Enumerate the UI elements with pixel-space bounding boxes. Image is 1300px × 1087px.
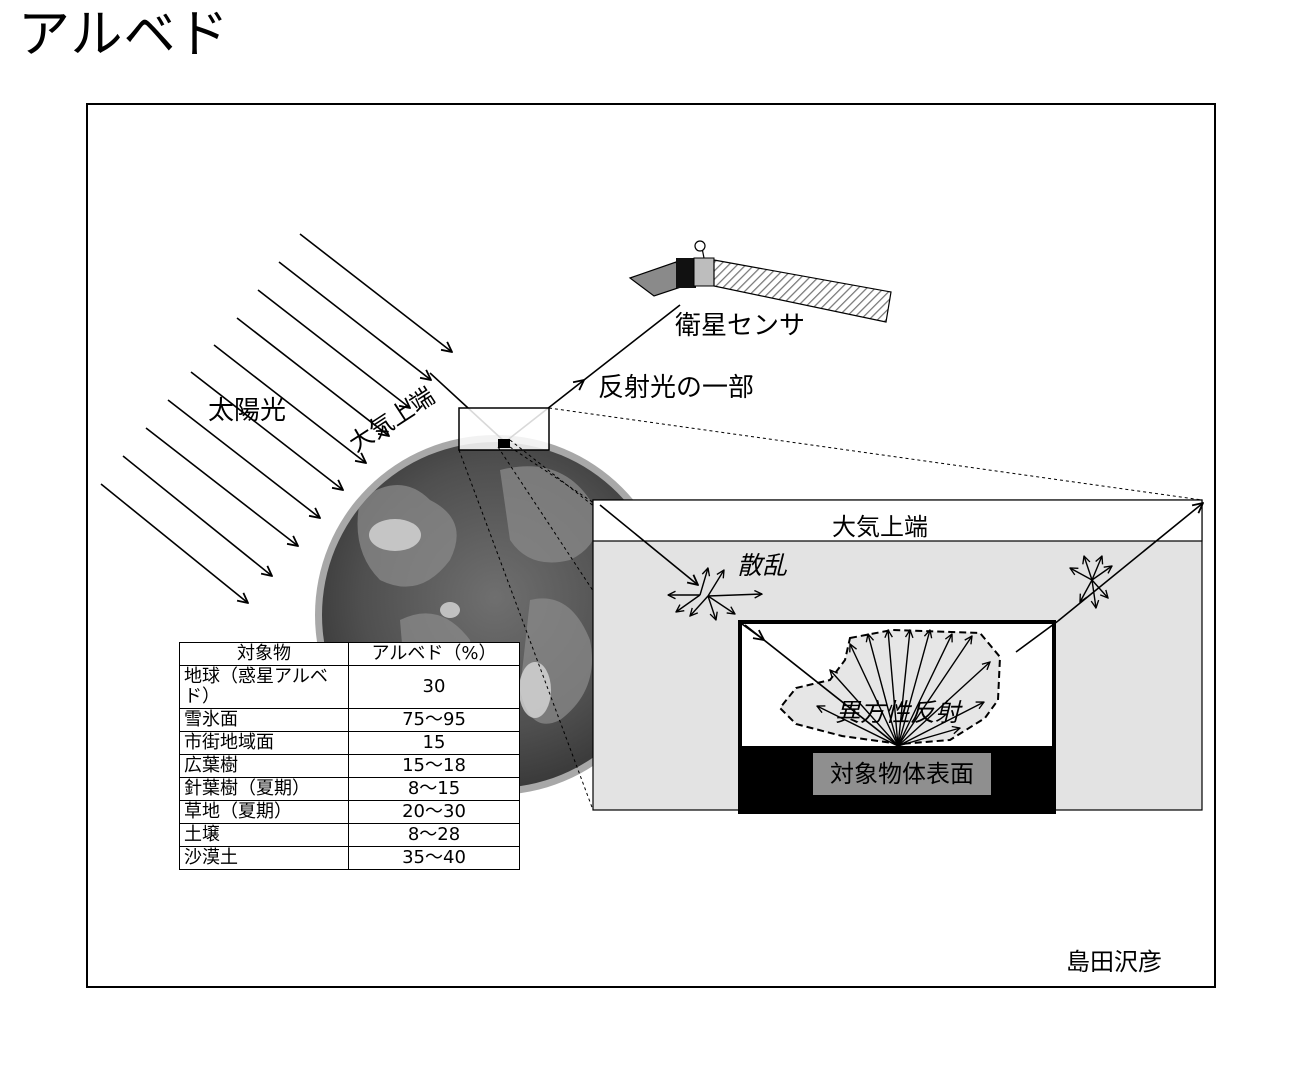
table-cell-name: 土壌 [179, 823, 349, 847]
table-cell-value: 75〜95 [348, 708, 520, 732]
inset-rays [599, 503, 1203, 747]
table-cell-name: 雪氷面 [179, 708, 349, 732]
reflected-light-label: 反射光の一部 [598, 373, 755, 403]
author-credit: 島田沢彦 [1066, 948, 1162, 976]
table-cell-value: 15〜18 [348, 754, 520, 778]
table-row: 土壌 8〜28 [179, 823, 520, 847]
table-row: 地球（惑星アルベド） 30 [179, 665, 520, 709]
anisotropic-reflection-label: 異方性反射 [835, 698, 961, 727]
table-cell-name: 市街地域面 [179, 731, 349, 755]
table-row: 針葉樹（夏期） 8〜15 [179, 777, 520, 801]
table-row: 草地（夏期） 20〜30 [179, 800, 520, 824]
scatter-icon [668, 568, 762, 620]
table-header-row: 対象物 アルベド（%） [179, 642, 520, 666]
satellite-icon [628, 240, 892, 323]
sunlight-label: 太陽光 [208, 396, 287, 426]
table-cell-value: 15 [348, 731, 520, 755]
page-title: アルベド [18, 5, 230, 65]
table-row: 広葉樹 15〜18 [179, 754, 520, 778]
table-cell-name: 草地（夏期） [179, 800, 349, 824]
albedo-table: 対象物 アルベド（%） 地球（惑星アルベド） 30 雪氷面 75〜95 市街地域… [179, 642, 520, 870]
table-cell-name: 地球（惑星アルベド） [179, 665, 349, 709]
anisotropic-fan [817, 630, 990, 747]
table-row: 市街地域面 15 [179, 731, 520, 755]
table-cell-value: 8〜15 [348, 777, 520, 801]
scatter-icon-right [1070, 556, 1112, 608]
table-row: 沙漠土 35〜40 [179, 846, 520, 870]
sunlight-rays [100, 233, 452, 603]
scattering-label: 散乱 [737, 551, 788, 580]
reflected-ray-to-sensor [583, 304, 681, 381]
column-header-albedo: アルベド（%） [348, 642, 520, 666]
column-header-object: 対象物 [179, 642, 349, 666]
table-row: 雪氷面 75〜95 [179, 708, 520, 732]
table-cell-value: 30 [348, 665, 520, 709]
table-cell-value: 35〜40 [348, 846, 520, 870]
object-surface-label: 対象物体表面 [813, 753, 991, 795]
satellite-sensor-label: 衛星センサ [675, 311, 806, 341]
table-cell-value: 20〜30 [348, 800, 520, 824]
table-cell-name: 沙漠土 [179, 846, 349, 870]
table-cell-value: 8〜28 [348, 823, 520, 847]
diagram-frame [86, 103, 1216, 988]
table-cell-name: 広葉樹 [179, 754, 349, 778]
toa-label-inset: 大気上端 [832, 513, 928, 541]
table-cell-name: 針葉樹（夏期） [179, 777, 349, 801]
target-area-marker [498, 439, 510, 448]
